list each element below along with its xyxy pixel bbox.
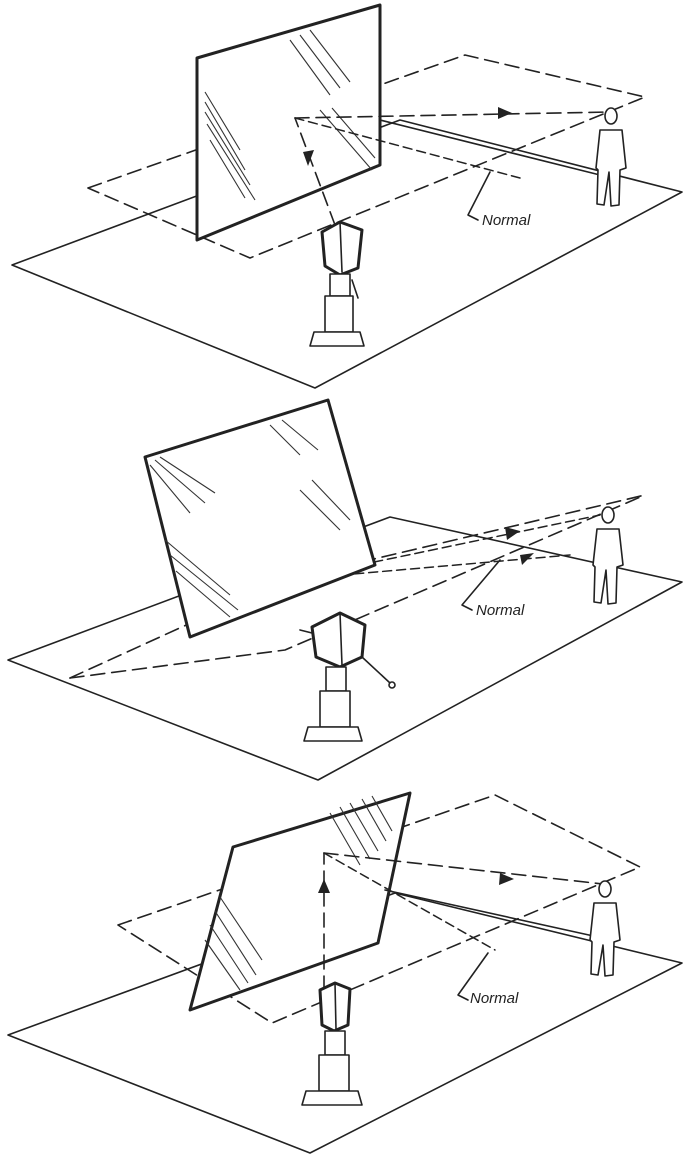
arrowhead bbox=[505, 527, 520, 540]
normal-label: Normal bbox=[470, 990, 519, 1007]
normal-label: Normal bbox=[482, 212, 531, 229]
panel-1-drawing: Normal bbox=[0, 0, 684, 395]
arrowhead bbox=[499, 873, 514, 885]
panel-vertical-mirror: Normal bbox=[0, 0, 684, 395]
panel-leaning-mirror: Normal bbox=[0, 785, 684, 1157]
standing-man bbox=[590, 881, 620, 976]
mirror-plane bbox=[145, 400, 375, 637]
mirror-plane bbox=[197, 5, 380, 240]
standing-man bbox=[596, 108, 626, 206]
camera-on-pedestal bbox=[310, 222, 364, 346]
arrowhead bbox=[498, 107, 512, 119]
standing-man bbox=[593, 507, 623, 604]
panel-2-drawing: Normal bbox=[0, 395, 684, 785]
normal-label: Normal bbox=[476, 602, 525, 619]
panel-tilted-mirror: Normal bbox=[0, 395, 684, 785]
arrowhead bbox=[520, 553, 534, 565]
camera-on-pedestal bbox=[304, 613, 395, 741]
panel-3-drawing: Normal bbox=[0, 785, 684, 1157]
camera-on-pedestal bbox=[302, 983, 362, 1105]
